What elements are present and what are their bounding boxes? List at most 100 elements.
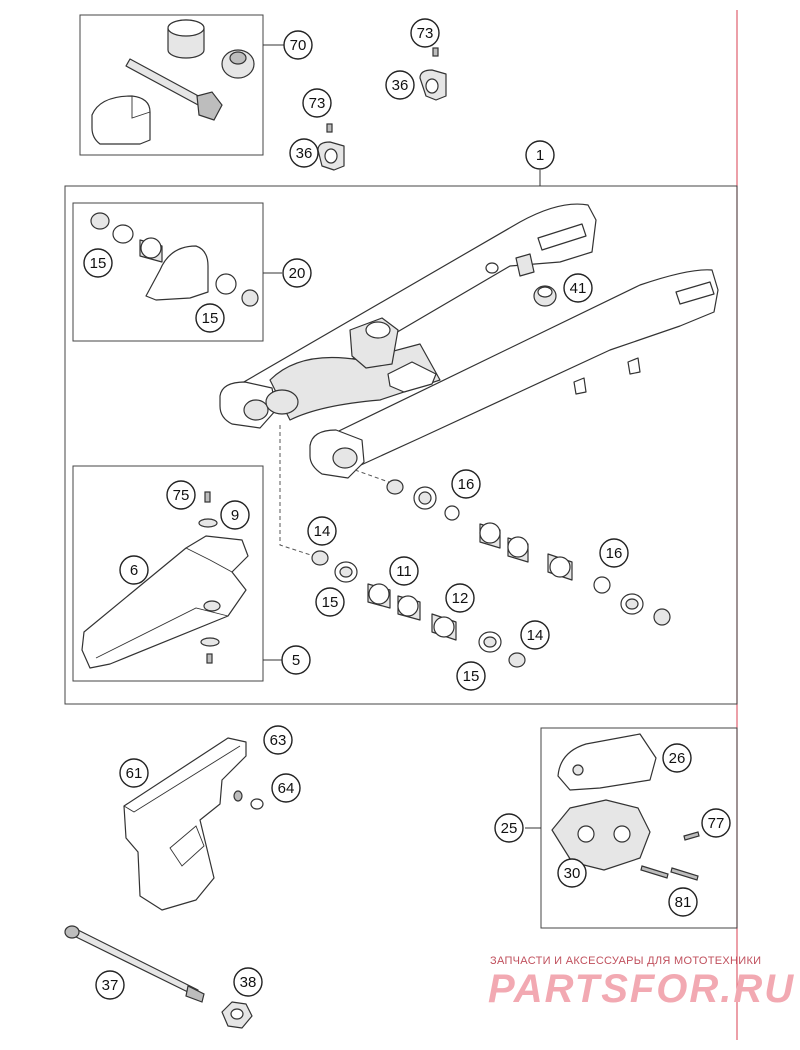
screw-81-a [640,865,669,879]
callout-81: 81 [668,887,698,917]
kit-20-bearing-a [112,224,134,244]
callout-number: 25 [501,820,518,837]
callout-number: 15 [90,255,107,272]
callout-number: 26 [669,750,686,767]
callout-30: 30 [557,858,587,888]
callout-circle [271,773,301,803]
callout-number: 36 [296,145,313,162]
washer-16-b [593,576,611,594]
callout-number: 11 [396,563,412,580]
callout-number: 37 [102,977,119,994]
swingarm-assembly-group [64,170,738,705]
callout-6: 6 [119,555,149,585]
callout-38: 38 [233,967,263,997]
screw-81-b [670,867,699,881]
callout-circle [668,887,698,917]
callout-number: 16 [606,545,623,562]
callout-26: 26 [662,743,692,773]
callout-9: 9 [220,500,250,530]
axle-slot-lower [675,281,715,305]
callout-16: 16 [599,538,629,568]
callout-1: 1 [525,140,555,170]
callout-77: 77 [701,808,731,838]
callout-number: 15 [202,310,219,327]
callout-circle [233,967,263,997]
callout-circle [520,620,550,650]
callout-circle [83,248,113,278]
callout-61: 61 [119,758,149,788]
callout-number: 38 [240,974,257,991]
washer-9 [198,518,218,528]
callout-circle [599,538,629,568]
watermark-subtitle: ЗАПЧАСТИ И АКСЕССУАРЫ ДЛЯ МОТОТЕХНИКИ [490,955,762,967]
callout-circle [263,725,293,755]
callout-70: 70 [283,30,313,60]
kit-20-seal-a [90,212,110,230]
seal-16-a [386,479,404,495]
callout-circle [563,273,593,303]
callout-25: 25 [494,813,524,843]
callout-circle [307,516,337,546]
clamp-upper-group [419,47,447,101]
callout-circle [195,303,225,333]
callout-number: 15 [463,668,480,685]
callout-number: 61 [126,765,143,782]
kit-5-frame [72,465,264,682]
kit-20-frame [72,202,264,342]
callout-15: 15 [83,248,113,278]
callout-circle [119,555,149,585]
callout-number: 6 [130,562,138,579]
callout-63: 63 [263,725,293,755]
callout-number: 70 [290,37,307,54]
callout-75: 75 [166,480,196,510]
callout-number: 14 [314,523,331,540]
callout-circle [315,587,345,617]
callout-circle [410,18,440,48]
screw-lower [206,653,213,664]
callout-14: 14 [307,516,337,546]
callout-16: 16 [451,469,481,499]
callout-circle [557,858,587,888]
axle-slot-upper [537,223,587,251]
callout-circle [456,661,486,691]
chain-slider-6 [81,535,249,669]
callout-circle [166,480,196,510]
callout-number: 81 [675,894,692,911]
axle-group [64,925,253,1029]
kit-5-group [72,465,282,682]
callout-number: 36 [392,77,409,94]
callout-73: 73 [410,18,440,48]
callout-number: 63 [270,732,287,749]
callout-number: 15 [322,594,339,611]
callout-number: 5 [292,652,300,669]
screw-75 [204,491,211,503]
chain-guard-61 [123,737,247,911]
callout-number: 75 [173,487,190,504]
screw-73-upper [432,47,439,57]
washer-16-a [444,505,460,521]
callout-41: 41 [563,273,593,303]
callout-15: 15 [315,587,345,617]
chain-guard-group [123,737,264,911]
kit-20-housing [145,245,209,301]
swingarm-lower-arm [309,269,719,471]
callout-number: 16 [458,476,475,493]
callout-circle [525,140,555,170]
seal-14-b [508,652,526,668]
callout-15: 15 [195,303,225,333]
callout-number: 9 [231,507,239,524]
kit-20-seal-b [241,289,259,307]
kit-25-group [525,727,738,929]
callout-circle [119,758,149,788]
seal-14-a [311,550,329,566]
callout-15: 15 [456,661,486,691]
callout-number: 12 [452,590,469,607]
screw-77 [683,831,700,841]
callout-73: 73 [302,88,332,118]
callout-12: 12 [445,583,475,613]
kit-70-frame [79,14,264,156]
kit-70-group [79,14,284,156]
callout-37: 37 [95,970,125,1000]
callout-circle [281,645,311,675]
